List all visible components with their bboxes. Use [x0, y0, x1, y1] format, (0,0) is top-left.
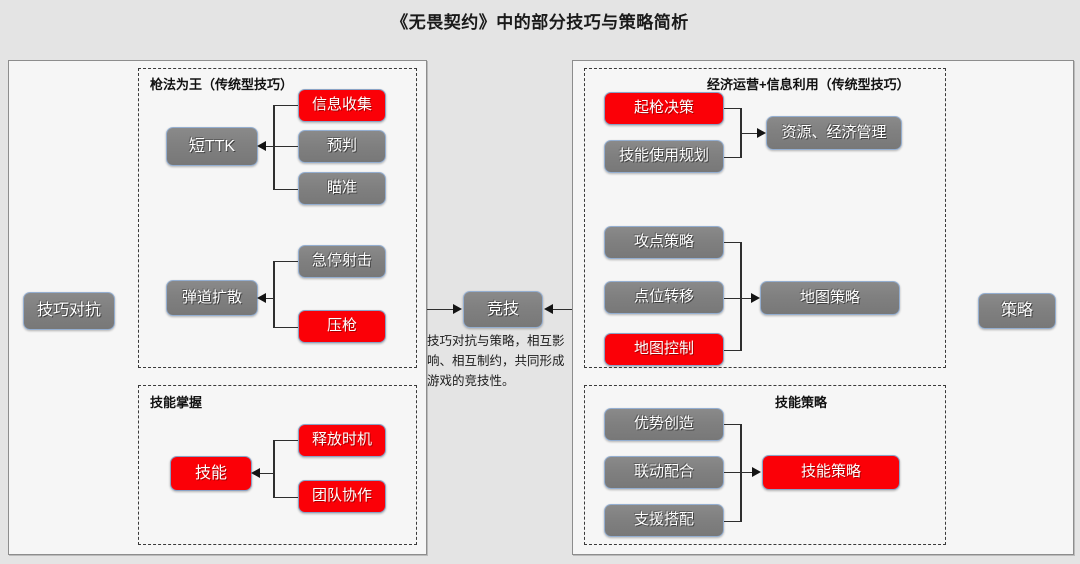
arrowhead-icon	[544, 304, 553, 314]
arrowhead-icon	[257, 141, 266, 151]
node-label: 技能使用规划	[618, 147, 709, 165]
connector-line	[273, 145, 298, 148]
connector-line	[273, 496, 298, 499]
arrowhead-icon	[751, 293, 760, 303]
node-resource-economy-management[interactable]: 资源、经济管理	[766, 116, 902, 150]
node-label: 技巧对抗	[36, 302, 101, 320]
node-label: 信息收集	[311, 96, 372, 114]
node-map-control[interactable]: 地图控制	[604, 333, 724, 366]
connector-line	[740, 241, 742, 351]
node-label: 急停射击	[311, 252, 372, 270]
connector-line	[273, 260, 275, 328]
node-bullet-spread[interactable]: 弹道扩散	[166, 280, 258, 316]
node-combo-coordination[interactable]: 联动配合	[604, 456, 724, 489]
node-skill[interactable]: 技能	[170, 456, 252, 491]
group-economy	[584, 68, 946, 368]
node-label: 资源、经济管理	[781, 123, 887, 141]
group-gunplay-title: 枪法为王（传统型技巧）	[150, 77, 294, 92]
arrowhead-icon	[757, 128, 766, 138]
connector-line	[273, 326, 298, 329]
node-skill-strategy-target[interactable]: 技能策略	[762, 455, 900, 490]
node-label: 优势创造	[633, 415, 694, 433]
connector-line	[553, 308, 572, 311]
connector-line	[266, 145, 274, 148]
node-strategy-root[interactable]: 策略	[978, 293, 1056, 329]
group-economy-title: 经济运营+信息利用（传统型技巧）	[707, 77, 910, 92]
connector-line	[724, 471, 753, 474]
node-aiming[interactable]: 瞄准	[298, 172, 386, 205]
arrowhead-icon	[453, 304, 462, 314]
node-label: 地图控制	[633, 340, 694, 358]
arrowhead-icon	[752, 467, 761, 477]
node-label: 预判	[326, 137, 357, 155]
connector-line	[273, 439, 275, 498]
node-label: 压枪	[326, 317, 357, 335]
node-attack-site-strategy[interactable]: 攻点策略	[604, 226, 724, 259]
connector-line	[724, 297, 752, 300]
node-label: 弹道扩散	[181, 288, 242, 306]
node-info-gathering[interactable]: 信息收集	[298, 89, 386, 122]
node-technique-confrontation[interactable]: 技巧对抗	[23, 292, 115, 330]
connector-line	[724, 156, 741, 159]
center-caption: 技巧对抗与策略，相互影响、相互制约，共同形成游戏的竞技性。	[427, 334, 565, 388]
node-label: 瞄准	[326, 179, 357, 197]
node-label: 技能策略	[800, 463, 861, 481]
node-label: 释放时机	[311, 431, 372, 449]
connector-line	[273, 439, 298, 442]
node-team-coordination[interactable]: 团队协作	[298, 480, 386, 513]
node-buy-decision[interactable]: 起枪决策	[604, 92, 724, 125]
node-label: 技能	[194, 464, 227, 482]
node-advantage-creation[interactable]: 优势创造	[604, 408, 724, 441]
node-label: 联动配合	[633, 463, 694, 481]
connector-line	[427, 308, 454, 311]
group-skill-mastery	[138, 385, 417, 545]
node-label: 支援搭配	[633, 511, 694, 529]
connector-line	[724, 107, 741, 110]
connector-line	[724, 241, 741, 244]
node-label: 攻点策略	[633, 233, 694, 251]
connector-line	[273, 188, 298, 191]
connector-line	[724, 423, 741, 426]
node-prediction[interactable]: 预判	[298, 130, 386, 163]
connector-line	[724, 520, 741, 523]
connector-line	[273, 104, 298, 107]
node-cast-timing[interactable]: 释放时机	[298, 424, 386, 457]
node-position-rotation[interactable]: 点位转移	[604, 281, 724, 314]
arrowhead-icon	[257, 293, 266, 303]
page-title: 《无畏契约》中的部分技巧与策略简析	[391, 13, 689, 32]
node-label: 策略	[1000, 302, 1033, 320]
node-label: 点位转移	[633, 288, 694, 306]
connector-line	[266, 297, 274, 300]
group-skill-strategy-title: 技能策略	[775, 395, 828, 410]
group-gunplay	[138, 68, 417, 368]
connector-line	[724, 349, 741, 352]
node-label: 团队协作	[311, 487, 372, 505]
connector-line	[260, 472, 274, 475]
arrowhead-icon	[251, 468, 260, 478]
connector-line	[740, 132, 758, 135]
node-label: 地图策略	[799, 288, 860, 306]
node-support-pairing[interactable]: 支援搭配	[604, 504, 724, 537]
group-skill-mastery-title: 技能掌握	[150, 395, 203, 410]
group-skill-strategy	[584, 385, 946, 545]
node-skill-usage-planning[interactable]: 技能使用规划	[604, 140, 724, 173]
node-competitive[interactable]: 竞技	[463, 291, 543, 328]
node-recoil-control[interactable]: 压枪	[298, 310, 386, 343]
node-label: 起枪决策	[633, 99, 694, 117]
node-label: 竞技	[486, 300, 519, 318]
node-label: 短TTK	[188, 137, 236, 155]
node-short-ttk[interactable]: 短TTK	[166, 127, 258, 166]
connector-line	[273, 260, 298, 263]
node-counter-strafe[interactable]: 急停射击	[298, 245, 386, 278]
node-map-strategy[interactable]: 地图策略	[760, 281, 900, 315]
